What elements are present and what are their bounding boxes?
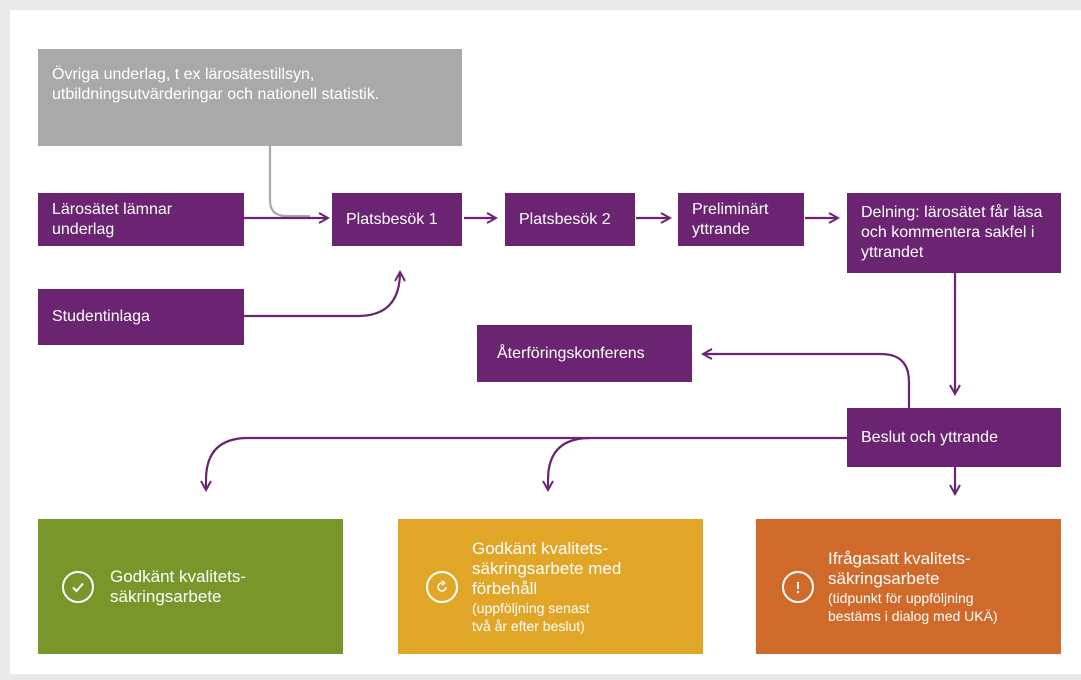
outcome-approved: Godkänt kvalitets- säkringsarbete: [38, 519, 343, 654]
box-preliminart-yttrande: Preliminärt yttrande: [678, 193, 804, 246]
outcome-with-reservation: Godkänt kvalitets- säkringsarbete med fö…: [398, 519, 703, 654]
outcome-reservation-note: (uppföljning senast två år efter beslut): [472, 599, 590, 634]
outcome-questioned-note: (tidpunkt för uppföljning bestäms i dial…: [828, 589, 998, 624]
arrow-student-to-plats1: [243, 272, 400, 318]
flow-diagram: Övriga underlag, t ex lärosätestillsyn, …: [10, 10, 1081, 674]
box-delning-label: Delning: lärosätet får läsa och kommente…: [861, 204, 1043, 261]
box-delning: Delning: lärosätet får läsa och kommente…: [847, 193, 1061, 273]
box-plats2-label: Platsbesök 2: [519, 210, 611, 228]
arrow-beslut-to-aterforing: [703, 354, 911, 408]
box-beslut-label: Beslut och yttrande: [861, 428, 998, 446]
arrow-beslut-to-reservation: [548, 436, 591, 490]
box-aterforing-label: Återföringskonferens: [497, 344, 645, 362]
box-larosatet-label: Lärosätet lämnar underlag: [52, 200, 173, 238]
outcome-approved-title: Godkänt kvalitets- säkringsarbete: [110, 566, 247, 606]
box-plats1-label: Platsbesök 1: [346, 210, 438, 228]
box-beslut-och-yttrande: Beslut och yttrande: [847, 408, 1061, 467]
outcome-questioned: Ifrågasatt kvalitets- säkringsarbete (ti…: [756, 519, 1061, 654]
box-platsbesok-2: Platsbesök 2: [505, 193, 635, 246]
box-ovriga-label: Övriga underlag, t ex lärosätestillsyn, …: [52, 66, 380, 103]
box-studentinlaga: Studentinlaga: [38, 289, 244, 345]
grey-connector: [268, 146, 310, 218]
exclamation-circle-icon: [782, 570, 814, 603]
box-student-label: Studentinlaga: [52, 308, 150, 325]
box-larosatet-lamnar-underlag: Lärosätet lämnar underlag: [38, 193, 244, 246]
box-prelim-label: Preliminärt yttrande: [692, 200, 769, 238]
box-platsbesok-1: Platsbesök 1: [332, 193, 462, 246]
box-ovriga-underlag: Övriga underlag, t ex lärosätestillsyn, …: [38, 49, 462, 146]
outcome-questioned-title: Ifrågasatt kvalitets- säkringsarbete: [828, 548, 971, 588]
box-aterforingskonferens: Återföringskonferens: [477, 325, 692, 382]
arrow-beslut-to-approved: [206, 436, 848, 490]
check-circle-icon: [62, 570, 94, 603]
refresh-circle-icon: [426, 570, 458, 603]
outcome-reservation-title: Godkänt kvalitets- säkringsarbete med fö…: [472, 538, 622, 598]
connector-arrows: [10, 146, 1081, 674]
